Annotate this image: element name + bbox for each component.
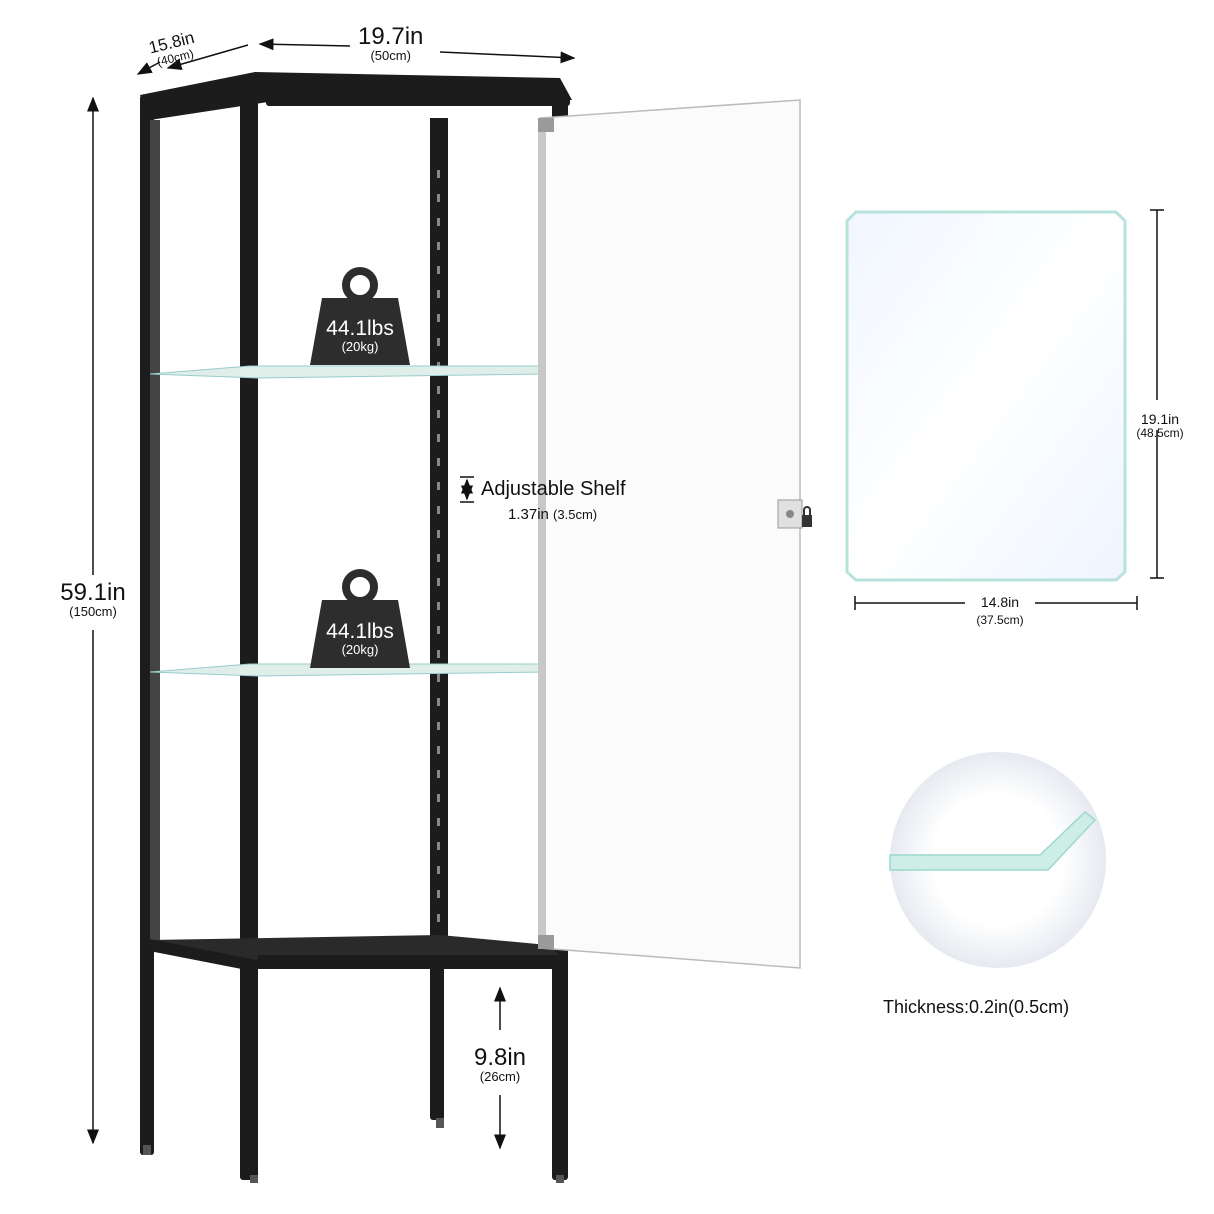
back-leg xyxy=(430,960,444,1120)
shelf-hole xyxy=(437,746,440,754)
shelf-hole xyxy=(437,290,440,298)
width-label: 19.7in (50cm) xyxy=(358,24,423,63)
depth-arrow-right xyxy=(166,44,249,71)
glass-height-label: 19.1in (48.5cm) xyxy=(1125,412,1195,439)
glass-edge-closeup xyxy=(889,752,1106,968)
shelf-hole xyxy=(437,674,440,682)
shelf-hole xyxy=(437,578,440,586)
weight-icon xyxy=(310,569,410,668)
glass-width-label: 14.8in (37.5cm) xyxy=(960,595,1040,626)
dimension-lines xyxy=(87,38,1164,1150)
shelf-hole xyxy=(437,434,440,442)
shelf-load-label: 44.1lbs (20kg) xyxy=(310,620,410,658)
shelf-hole xyxy=(437,506,440,514)
shelf-hole xyxy=(437,410,440,418)
weight-icon xyxy=(310,267,410,365)
height-label: 59.1in (150cm) xyxy=(50,580,136,619)
spacing-value: 1.37in xyxy=(508,506,549,523)
height-metric: (150cm) xyxy=(69,604,117,620)
glass-height-metric: (48.5cm) xyxy=(1136,425,1184,440)
shelf-hole xyxy=(437,530,440,538)
shelf-hole xyxy=(437,242,440,250)
leg-height-value: 9.8in xyxy=(473,1044,527,1071)
shelf-load-label: 44.1lbs (20kg) xyxy=(310,317,410,355)
depth-arrow-left xyxy=(136,61,161,75)
shelf-hole xyxy=(437,194,440,202)
glass-width-value: 14.8in xyxy=(980,594,1020,610)
lock-icon xyxy=(777,499,812,529)
width-arrow-left xyxy=(258,38,351,51)
shelf-hole xyxy=(437,794,440,802)
shelf-hole xyxy=(437,818,440,826)
load-metric: (20kg) xyxy=(341,339,379,355)
glass-width-metric: (37.5cm) xyxy=(976,612,1024,627)
adjustable-shelf-title: Adjustable Shelf xyxy=(481,478,626,500)
shelf-hole xyxy=(437,602,440,610)
shelf-hole xyxy=(437,458,440,466)
glass-height-value: 19.1in xyxy=(1140,411,1180,427)
shelf-hole xyxy=(437,770,440,778)
shelf-hole xyxy=(437,842,440,850)
shelf-hole xyxy=(437,266,440,274)
adjust-height-icon xyxy=(460,476,474,503)
adjustable-shelf-spacing: 1.37in (3.5cm) xyxy=(508,507,597,523)
width-arrow-right xyxy=(439,51,576,64)
load-metric: (20kg) xyxy=(341,642,379,658)
shelf-hole xyxy=(437,914,440,922)
leg-height-metric: (26cm) xyxy=(479,1069,521,1085)
shelf-hole xyxy=(437,626,440,634)
load-value: 44.1lbs xyxy=(326,317,394,340)
shelf-hole xyxy=(437,386,440,394)
shelf-hole xyxy=(437,890,440,898)
glass-panel-illustration xyxy=(845,210,1127,582)
shelf-hole xyxy=(437,482,440,490)
shelf-hole xyxy=(437,554,440,562)
glass-door xyxy=(538,99,801,969)
shelf-hole xyxy=(437,650,440,658)
glass-thickness-label: Thickness:0.2in(0.5cm) xyxy=(883,997,1070,1017)
width-metric: (50cm) xyxy=(370,48,411,64)
shelf-hole xyxy=(437,170,440,178)
width-value: 19.7in xyxy=(358,23,424,50)
height-value: 59.1in xyxy=(60,579,126,606)
shelf-hole xyxy=(437,722,440,730)
glass-shelves xyxy=(149,365,549,677)
shelf-hole xyxy=(437,866,440,874)
shelf-hole xyxy=(437,314,440,322)
shelf-hole xyxy=(437,698,440,706)
front-left-post xyxy=(240,100,258,1180)
shelf-hole xyxy=(437,338,440,346)
spacing-metric: (3.5cm) xyxy=(553,507,598,522)
shelf-adjust-holes xyxy=(437,170,440,922)
shelf-hole xyxy=(437,218,440,226)
leg-height-label: 9.8in (26cm) xyxy=(460,1045,540,1084)
load-value: 44.1lbs xyxy=(326,620,394,643)
